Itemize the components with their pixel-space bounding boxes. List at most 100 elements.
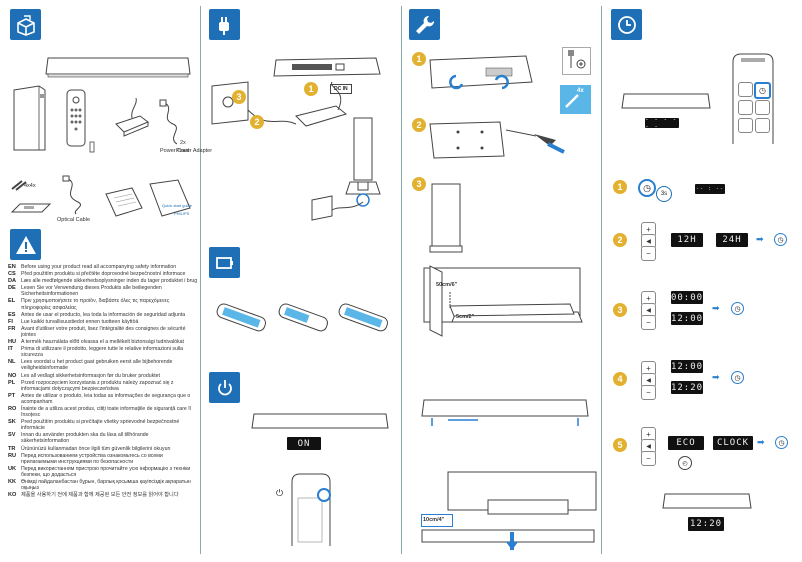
language-text: Before using your product read all accom…	[21, 264, 177, 270]
power-icon	[209, 372, 240, 403]
clock-confirm-button[interactable]: ◷	[774, 233, 787, 246]
column-divider	[401, 6, 402, 554]
language-row: CS Před použitím produktu si přečtěte dop…	[8, 271, 198, 277]
soundbar-front-image	[250, 410, 390, 434]
wall-mount-diagram	[420, 262, 596, 342]
minus-button[interactable]: −	[641, 246, 656, 261]
soundbar-clock-display: - - - - - -	[645, 116, 679, 130]
arrow-icon: ➡	[712, 372, 720, 382]
language-code: PT	[8, 392, 16, 399]
power-cord-label: Power Cord	[160, 148, 190, 154]
soundbar-final-image	[661, 490, 753, 514]
power-adapter-image	[112, 96, 152, 138]
arrow-icon: ➡	[756, 234, 764, 244]
remote-button-1[interactable]	[738, 82, 753, 97]
remote-button-5[interactable]	[755, 100, 770, 115]
wall-step-2-badge: 2	[412, 118, 426, 132]
language-text: Před použitím produktu si přečtěte dopro…	[21, 271, 186, 278]
subwoofer-connection-diagram	[310, 116, 392, 226]
soundbar-image	[44, 54, 192, 80]
column-divider	[200, 6, 201, 554]
minus-button[interactable]: −	[641, 315, 656, 330]
language-text: Antes de usar el producto, lea toda la i…	[21, 311, 186, 318]
language-code: NO	[8, 372, 17, 379]
safety-leaflet-image	[104, 186, 144, 218]
language-code: DA	[8, 278, 17, 285]
screws-image	[10, 178, 30, 191]
language-text: Pred použitím produktu si prečítajte vše…	[21, 419, 180, 432]
final-clock-display: 12:20	[688, 517, 724, 531]
language-text: Πριν χρησιμοποιήσετε το προϊόν, διαβάστε…	[21, 298, 170, 311]
clock-button-press[interactable]: ◷	[638, 179, 656, 197]
clock-step-5-badge: 5	[613, 438, 627, 452]
language-text: Lue kaikki turvallisuustiedot ennen tuot…	[21, 318, 139, 325]
battery-image	[89, 140, 95, 153]
language-text: Innan du använder produkten ska du läsa …	[21, 432, 149, 445]
clock-24h-display: 24H	[716, 233, 748, 247]
remote-top-image	[290, 472, 332, 546]
language-text: Prima di utilizzare il prodotto, leggere…	[21, 346, 184, 359]
dc-in-label: DC IN	[330, 84, 352, 94]
clock-confirm-button[interactable]: ◷	[731, 302, 744, 315]
clock-icon	[611, 9, 642, 40]
language-code: PL	[8, 379, 16, 386]
clock-confirm-button[interactable]: ◷	[775, 436, 788, 449]
soundbar-display: ON	[287, 437, 321, 450]
brand-label: PHILIPS	[174, 211, 190, 216]
column-divider	[601, 6, 602, 554]
wall-bracket-image	[10, 200, 52, 216]
language-text: Læs alle medfølgende sikkerhedsoplysning…	[21, 278, 198, 285]
language-code: HU	[8, 339, 17, 346]
warning-icon	[10, 229, 41, 260]
clock-hour-display: 00:00	[670, 291, 704, 304]
remote-power-button[interactable]	[317, 488, 331, 502]
clock-eco-display: ECO	[668, 436, 704, 450]
plug-icon	[209, 9, 240, 40]
language-code: FR	[8, 325, 16, 332]
screw-pack-box	[560, 85, 591, 114]
clock-confirm-button[interactable]: ◷	[731, 371, 744, 384]
measure-top-label: 50cm/6"	[436, 282, 458, 288]
volume-icon: ◀	[641, 234, 656, 249]
subwoofer-image	[11, 84, 47, 152]
remote-button-6[interactable]	[738, 118, 753, 133]
language-row: PL Przed rozpoczęciem korzystania z produ…	[8, 380, 198, 392]
step-3-badge: 3	[232, 90, 246, 104]
remote-button-7[interactable]	[755, 118, 770, 133]
power-adapter-label: Power Adapter	[176, 148, 213, 154]
battery-insert-diagram	[212, 292, 392, 342]
clock-hour-set-display: 12:00	[670, 312, 704, 325]
language-code: DE	[8, 285, 16, 292]
language-text: Przed rozpoczęciem korzystania z produkt…	[21, 379, 174, 392]
language-text: Өнімді пайдаланбастан бұрын, барлық қосы…	[21, 479, 191, 492]
language-code: SV	[8, 432, 16, 439]
soundbar-rear-image	[272, 56, 382, 80]
language-code: NL	[8, 359, 16, 366]
screwdriver-box	[562, 47, 591, 75]
bracket-screw-diagram	[426, 118, 576, 162]
language-text: 제품을 사용하기 전에 제품과 함께 제공된 모든 안전 정보를 읽어야 합니다	[21, 492, 179, 499]
language-code: ES	[8, 311, 16, 318]
screw-count-label: 4x	[577, 88, 584, 94]
language-text: Înainte de a utiliza acest produs, citiț…	[21, 405, 191, 419]
subwoofer-side-image	[428, 180, 464, 258]
wall-step-3-badge: 3	[412, 177, 426, 191]
optical-cable-image	[56, 174, 90, 216]
language-row: ES Antes de usar el producto, lea toda la…	[8, 312, 198, 318]
clock-step1-display: -- : --	[695, 184, 725, 194]
remote-clock-button[interactable]: ◷	[754, 82, 771, 99]
step-1-badge: 1	[304, 82, 318, 96]
minus-button[interactable]: −	[641, 451, 656, 466]
language-code: CS	[8, 271, 16, 278]
remote-button-4[interactable]	[738, 100, 753, 115]
clock-minute-set-display: 12:20	[670, 381, 704, 394]
language-text: Avant d'utiliser votre produit, lisez l'…	[21, 325, 186, 338]
minus-button[interactable]: −	[641, 385, 656, 400]
